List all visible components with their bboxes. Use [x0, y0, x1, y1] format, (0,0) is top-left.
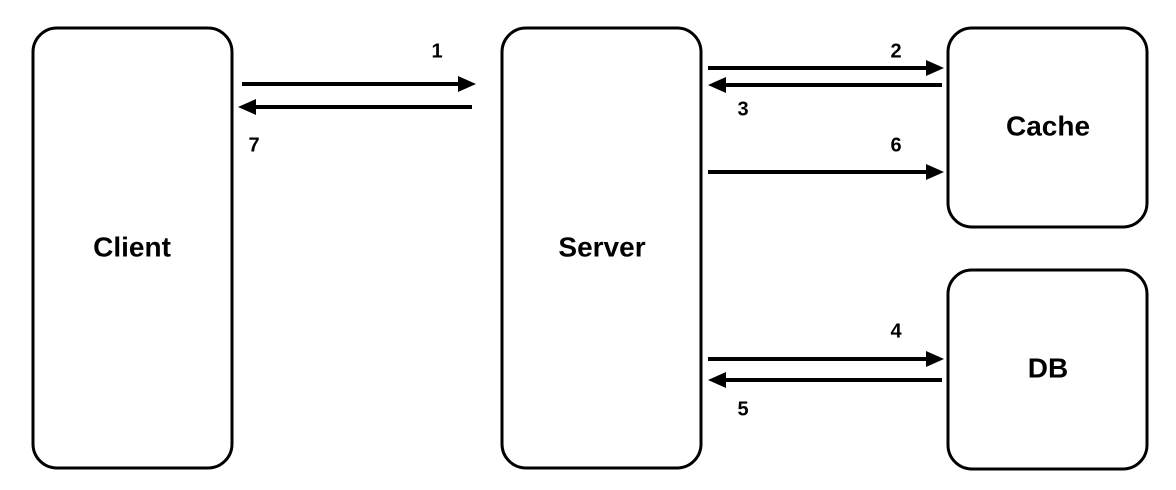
server-label: Server: [558, 231, 645, 262]
arrow-step-5: 5: [708, 372, 942, 420]
step-label: 2: [890, 40, 901, 62]
arrow-step-7: 7: [238, 99, 472, 156]
client-node: Client: [31, 26, 234, 470]
arrow-head: [708, 77, 726, 93]
client-label: Client: [93, 231, 171, 262]
client-box: [31, 26, 234, 470]
arrow-step-6: 6: [708, 134, 944, 180]
arrow-head: [926, 60, 944, 76]
db-label: DB: [1028, 352, 1068, 383]
db-box: [946, 268, 1149, 471]
arrow-step-1: 1: [242, 40, 476, 92]
step-label: 3: [737, 98, 748, 120]
step-label: 7: [248, 134, 259, 156]
db-node: DB: [946, 268, 1149, 471]
step-label: 6: [890, 134, 901, 156]
step-label: 5: [737, 398, 748, 420]
arrow-step-4: 4: [708, 320, 944, 367]
arrow-head: [238, 99, 256, 115]
step-label: 4: [890, 320, 902, 342]
arrow-head: [926, 351, 944, 367]
arrow-step-3: 3: [708, 77, 942, 120]
step-label: 1: [431, 40, 442, 62]
server-node: Server: [500, 26, 703, 470]
cache-box: [946, 26, 1149, 229]
arrow-head: [708, 372, 726, 388]
arrow-head: [458, 76, 476, 92]
arrow-head: [926, 164, 944, 180]
cache-label: Cache: [1006, 110, 1090, 141]
server-box: [500, 26, 703, 470]
cache-node: Cache: [946, 26, 1149, 229]
arrow-step-2: 2: [708, 40, 944, 76]
